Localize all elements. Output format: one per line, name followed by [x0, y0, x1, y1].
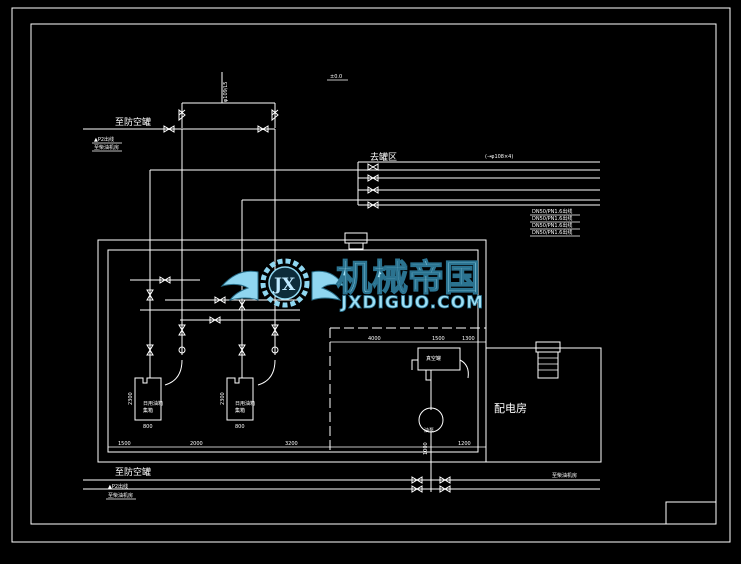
logo-letters: JX: [272, 275, 296, 295]
bottom-sub2: 至柴油机房: [108, 492, 133, 499]
vacuum-box: [417, 347, 461, 371]
watermark: JX 机械帝国 JXDIGUO.COM: [220, 257, 484, 313]
bottom-right-note: 至柴油机房: [552, 472, 577, 479]
tank-1-sub: 集箱: [143, 407, 153, 414]
gear-icon: [260, 258, 310, 308]
dim-1500: 1500: [118, 441, 131, 447]
tank-2-height: 2300: [220, 392, 226, 405]
watermark-subtitle: JXDIGUO.COM: [340, 293, 484, 313]
watermark-title: 机械帝国: [336, 258, 480, 299]
elevation-note: ±0.0: [330, 74, 342, 80]
dim-1000: 1000: [423, 442, 429, 455]
vacuum-box-label: 真空罐: [426, 355, 441, 362]
tank-1: [134, 377, 162, 421]
wing-right-icon: [311, 270, 346, 301]
dim-1300: 1300: [462, 336, 475, 342]
tank-1-height: 2300: [128, 392, 134, 405]
pump-label: 油泵: [424, 427, 434, 434]
bottom-sub1: ▲P2出线: [108, 483, 128, 490]
dim-1500b: 1500: [432, 336, 445, 342]
branch-note-3: DN50/PN1.6出线: [532, 222, 572, 229]
top-tank-label: 至防空罐: [115, 116, 151, 128]
dim-2000: 2000: [190, 441, 203, 447]
header-label: 去罐区: [370, 151, 397, 163]
vertical-pipe-label: φ109/L5: [223, 82, 229, 103]
tank-2-width: 800: [235, 424, 245, 430]
tank-2-label: 日用油箱: [235, 400, 255, 407]
top-tank-sub2: 至柴油机房: [94, 144, 119, 151]
tank-1-width: 800: [143, 424, 153, 430]
header-note: (→φ108×4): [485, 154, 513, 160]
tank-2-sub: 集箱: [235, 407, 245, 414]
title-block: [665, 501, 717, 525]
dim-4000: 4000: [368, 336, 381, 342]
branch-note-2: DN50/PN1.6出线: [532, 215, 572, 222]
inner-frame: [30, 23, 717, 525]
tank-2: [226, 377, 254, 421]
dim-3200: 3200: [285, 441, 298, 447]
branch-note-1: DN50/PN1.6出线: [532, 208, 572, 215]
tank-1-label: 日用油箱: [143, 400, 163, 407]
dim-1200: 1200: [458, 441, 471, 447]
radiator: [535, 341, 561, 353]
wing-left-icon: [220, 270, 259, 301]
room-label: 配电房: [494, 402, 527, 415]
bottom-tank-label: 至防空罐: [115, 466, 151, 478]
top-tank-sub1: ▲P2出线: [94, 136, 114, 143]
branch-note-4: DN50/PN1.6出线: [532, 229, 572, 236]
building-outline: [97, 239, 487, 463]
outer-frame: [11, 7, 731, 543]
